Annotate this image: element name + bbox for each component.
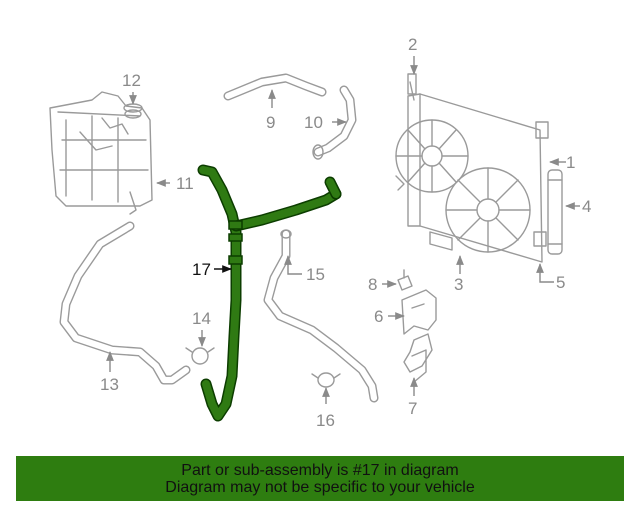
info-banner: Part or sub-assembly is #17 in diagram D…: [16, 456, 624, 501]
condenser[interactable]: [547, 169, 563, 255]
callout-1: 1: [566, 153, 575, 172]
callout-7: 7: [408, 399, 417, 418]
callout-8: 8: [368, 275, 377, 294]
clamp-14[interactable]: [185, 347, 215, 365]
callout-13: 13: [100, 375, 119, 394]
callout-3: 3: [454, 275, 463, 294]
clamp-16[interactable]: [311, 372, 341, 388]
callout-15: 15: [306, 265, 325, 284]
hose-9[interactable]: [223, 73, 327, 101]
leader-lines: [106, 56, 580, 404]
bracket-7[interactable]: [403, 333, 433, 383]
callout-2: 2: [408, 35, 417, 54]
callout-5: 5: [556, 273, 565, 292]
hose-13[interactable]: [59, 221, 191, 385]
banner-line-part: Part or sub-assembly is #17 in diagram: [181, 461, 459, 479]
radiator-fan-assembly[interactable]: [395, 73, 549, 263]
callout-6: 6: [374, 307, 383, 326]
hose-10[interactable]: [312, 85, 357, 160]
coolant-reservoir[interactable]: [49, 91, 153, 215]
parts-diagram: 1 2 3 4 5 6 7 8 9 10 11 12 13 14 15 16 1…: [49, 35, 591, 430]
callout-12: 12: [122, 71, 141, 90]
bracket-6[interactable]: [401, 289, 437, 335]
callout-4: 4: [582, 197, 591, 216]
callout-10: 10: [304, 113, 323, 132]
banner-line-disclaimer: Diagram may not be specific to your vehi…: [165, 478, 475, 496]
callout-16: 16: [316, 411, 335, 430]
callout-9: 9: [266, 113, 275, 132]
callout-17-highlighted: 17: [192, 260, 211, 279]
hose-17-highlighted[interactable]: [197, 164, 342, 422]
hose-15[interactable]: [263, 229, 379, 403]
bolt-8[interactable]: [397, 269, 413, 291]
callout-11: 11: [176, 174, 194, 193]
callout-14: 14: [192, 309, 211, 328]
